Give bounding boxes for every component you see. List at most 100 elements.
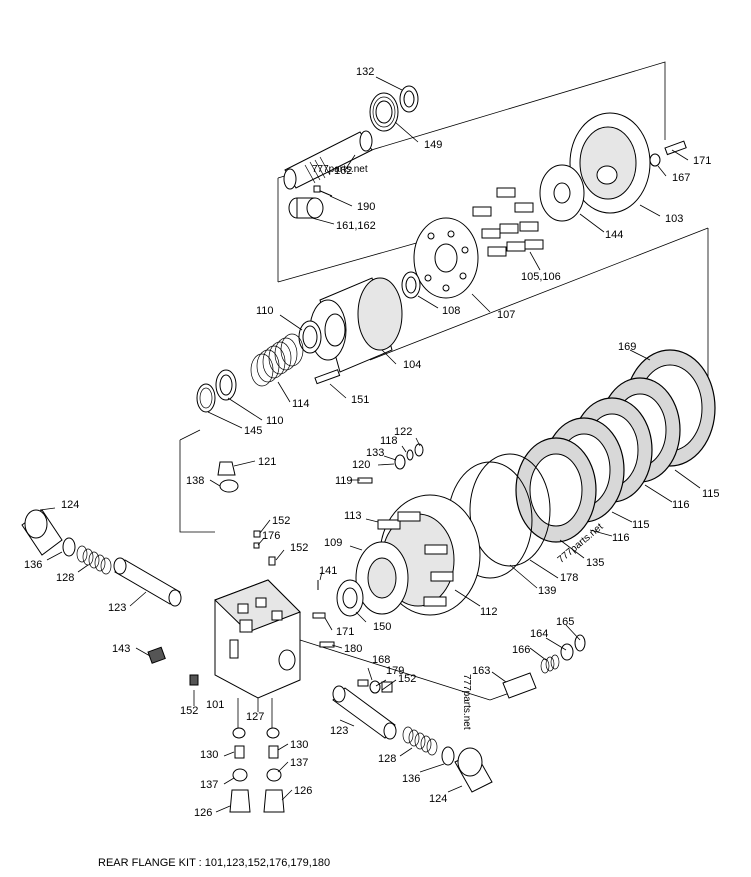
seals-118-122 (357, 443, 424, 484)
label-152-c: 152 (398, 673, 416, 685)
label-138: 138 (186, 475, 204, 487)
label-139: 139 (538, 585, 556, 597)
part-labels: 132 149 162 171 167 190 161,162 103 144 … (24, 66, 720, 819)
label-144: 144 (605, 229, 623, 241)
label-128-left: 128 (56, 572, 74, 584)
pin-151 (314, 369, 341, 385)
label-118: 118 (380, 435, 398, 447)
pistons-105-106 (472, 187, 544, 257)
o-ring-135 (469, 453, 551, 567)
label-114: 114 (292, 398, 310, 410)
label-116-lower: 116 (612, 532, 630, 544)
label-150: 150 (373, 621, 391, 633)
o-ring-136-right (441, 746, 455, 766)
spool-123-right (332, 685, 397, 740)
label-110-upper: 110 (256, 305, 274, 317)
label-162: 162 (334, 165, 352, 177)
watermark-vertical: 777parts.net (461, 674, 472, 730)
drive-shaft-162 (283, 130, 373, 190)
label-136-left: 136 (24, 559, 42, 571)
plate-116-lower (515, 437, 597, 543)
o-ring-138 (219, 479, 239, 493)
label-104: 104 (403, 359, 421, 371)
label-133: 133 (366, 447, 384, 459)
check-valve-right (263, 727, 285, 813)
label-123-left: 123 (108, 602, 126, 614)
label-107: 107 (497, 309, 515, 321)
label-115-lower: 115 (632, 519, 650, 531)
label-176: 176 (262, 530, 280, 542)
label-161-162: 161,162 (336, 220, 376, 232)
plug-124-left (21, 509, 63, 556)
label-124-left: 124 (61, 499, 79, 511)
label-103: 103 (665, 213, 683, 225)
spool-123-left (113, 557, 182, 607)
label-116-upper: 116 (672, 499, 690, 511)
label-112: 112 (480, 606, 498, 618)
label-169: 169 (618, 341, 636, 353)
o-ring-136-left (62, 537, 76, 557)
bearing-132 (399, 85, 419, 113)
label-168: 168 (372, 654, 390, 666)
label-128-right: 128 (378, 753, 396, 765)
bearing-150 (336, 579, 364, 617)
plug-121 (217, 461, 236, 476)
watermark-top: 777parts.net (312, 164, 368, 175)
valve-parts-168-179 (357, 679, 393, 694)
bearing-plate-109 (355, 541, 409, 615)
label-143: 143 (112, 643, 130, 655)
label-127: 127 (246, 711, 264, 723)
bearing-149 (369, 92, 399, 132)
spring-128-left (76, 545, 112, 575)
label-166: 166 (512, 644, 530, 656)
label-124-right: 124 (429, 793, 447, 805)
label-109: 109 (324, 537, 342, 549)
label-180: 180 (344, 643, 362, 655)
washer-110-lower (215, 369, 237, 401)
plug-124-right (454, 747, 493, 793)
kit-caption: REAR FLANGE KIT : 101,123,152,176,179,18… (98, 857, 330, 869)
retainer-plate-107 (413, 217, 479, 299)
label-145: 145 (244, 425, 262, 437)
label-178: 178 (560, 572, 578, 584)
label-108: 108 (442, 305, 460, 317)
label-136-right: 136 (402, 773, 420, 785)
label-121: 121 (258, 456, 276, 468)
snap-ring-145 (196, 383, 216, 413)
right-valve-163-166 (502, 634, 586, 699)
label-123-right: 123 (330, 725, 348, 737)
label-179: 179 (386, 665, 404, 677)
label-152-b: 152 (290, 542, 308, 554)
label-190: 190 (357, 201, 375, 213)
pin-171-167 (649, 140, 687, 167)
middle-frame-outline (179, 227, 709, 701)
shoe-plate-144 (539, 164, 585, 222)
plugs-152-176 (253, 530, 276, 566)
label-165: 165 (556, 616, 574, 628)
label-132: 132 (356, 66, 374, 78)
plug-152-lower (189, 674, 199, 686)
label-152-a: 152 (272, 515, 290, 527)
spherical-bushing-108 (401, 271, 421, 299)
label-126-left: 126 (194, 807, 212, 819)
spring-128-right (402, 726, 438, 756)
label-164: 164 (530, 628, 548, 640)
label-171: 171 (693, 155, 711, 167)
label-130-left: 130 (200, 749, 218, 761)
label-110-lower: 110 (266, 415, 284, 427)
label-101: 101 (206, 699, 224, 711)
label-167: 167 (672, 172, 690, 184)
leader-lines (39, 76, 701, 813)
swash-plate-103 (569, 112, 651, 214)
washer-110-upper (298, 320, 322, 354)
label-115-upper: 115 (702, 488, 720, 500)
label-141: 141 (319, 565, 337, 577)
label-151: 151 (351, 394, 369, 406)
upper-frame-outline (277, 61, 666, 283)
label-137-left: 137 (200, 779, 218, 791)
label-126-right: 126 (294, 785, 312, 797)
label-119: 119 (335, 475, 353, 487)
label-152-d: 152 (180, 705, 198, 717)
bolt-143 (147, 646, 166, 664)
